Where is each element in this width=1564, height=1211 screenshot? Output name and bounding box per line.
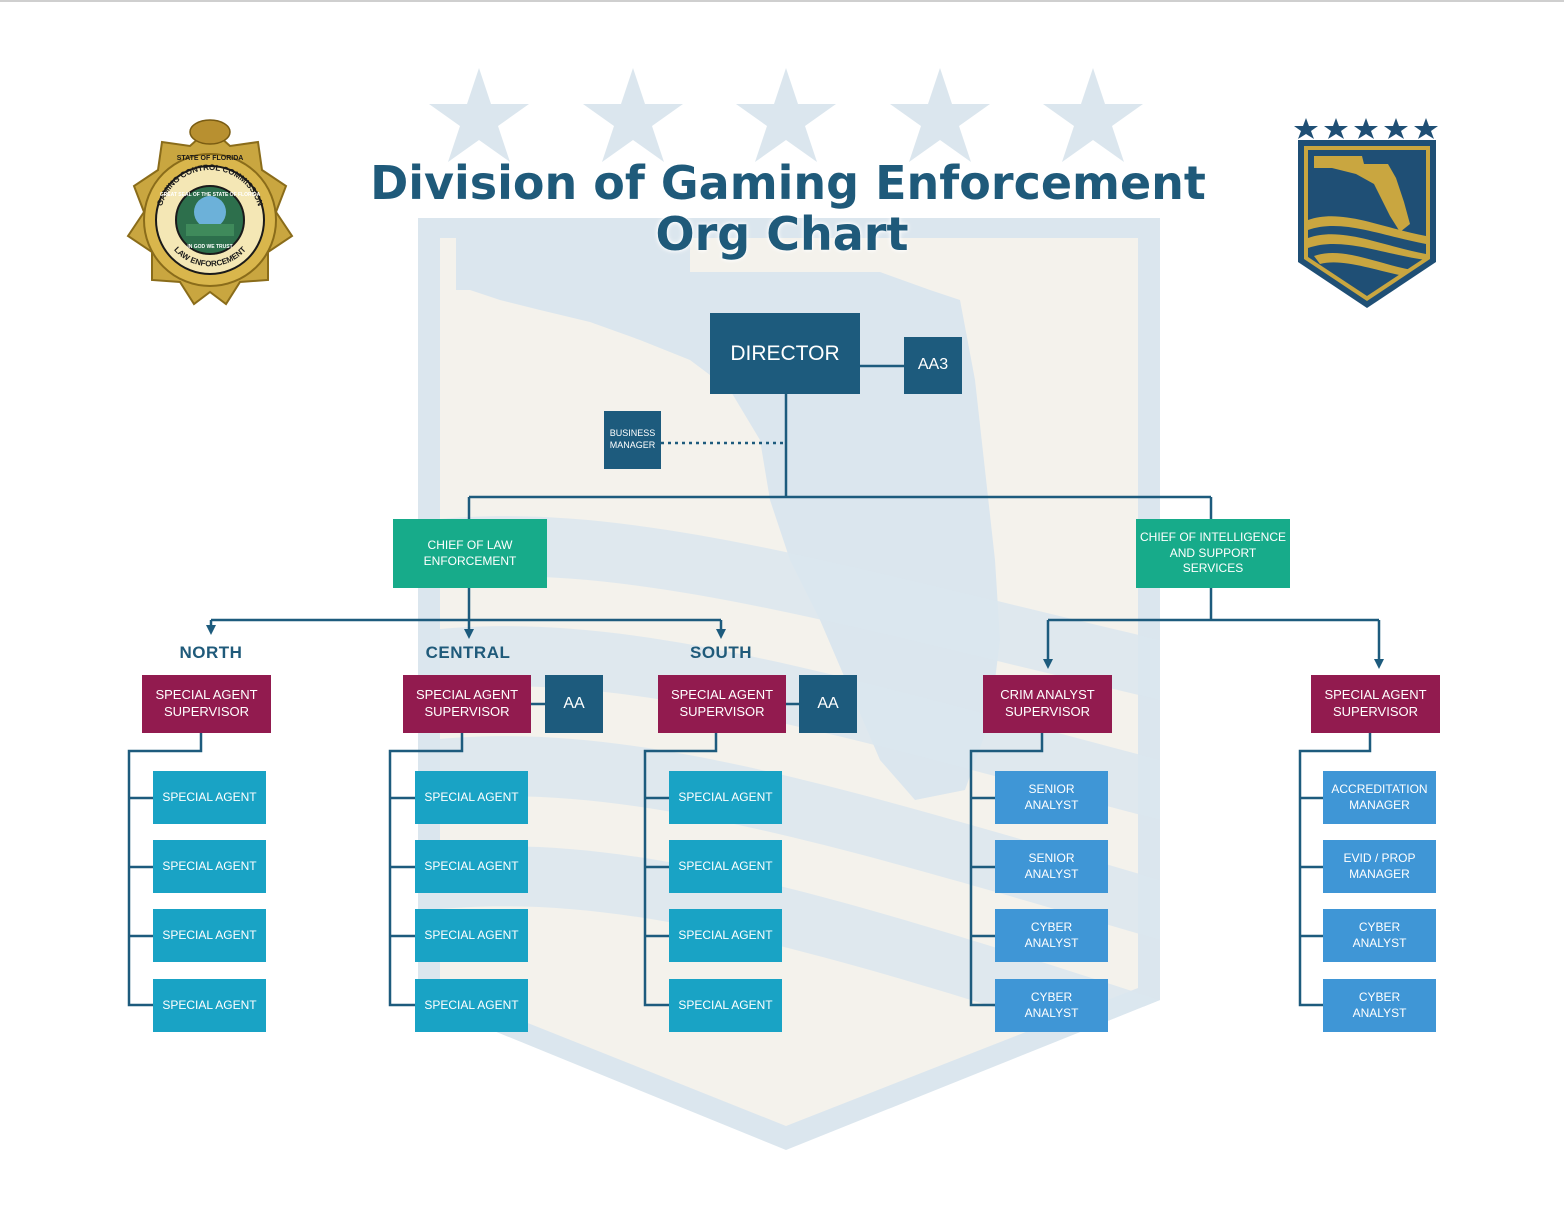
member-north-3: SPECIAL AGENT (153, 909, 266, 962)
top-border (0, 0, 1564, 2)
florida-outline-watermark (456, 236, 1000, 800)
supervisor-crim-analyst: CRIM ANALYST SUPERVISOR (983, 675, 1112, 733)
member-support-1: ACCREDITATION MANAGER (1323, 771, 1436, 824)
member-analyst-1: SENIOR ANALYST (995, 771, 1108, 824)
member-south-1: SPECIAL AGENT (669, 771, 782, 824)
member-support-4: CYBER ANALYST (1323, 979, 1436, 1032)
member-central-1: SPECIAL AGENT (415, 771, 528, 824)
aa3-box: AA3 (904, 337, 962, 394)
member-north-2: SPECIAL AGENT (153, 840, 266, 893)
region-central-label: CENTRAL (425, 643, 511, 662)
supervisor-north: SPECIAL AGENT SUPERVISOR (142, 675, 271, 733)
chief-intelligence-box: CHIEF OF INTELLIGENCE AND SUPPORT SERVIC… (1136, 519, 1290, 588)
member-south-2: SPECIAL AGENT (669, 840, 782, 893)
member-analyst-3: CYBER ANALYST (995, 909, 1108, 962)
page-title: Division of Gaming Enforcement (370, 156, 1206, 210)
region-south-label: SOUTH (690, 643, 752, 662)
member-analyst-4: CYBER ANALYST (995, 979, 1108, 1032)
member-central-4: SPECIAL AGENT (415, 979, 528, 1032)
commission-shield-logo-icon (1294, 118, 1438, 308)
member-south-4: SPECIAL AGENT (669, 979, 782, 1032)
badge-top-text: STATE OF FLORIDA (177, 155, 244, 162)
member-support-2: EVID / PROP MANAGER (1323, 840, 1436, 893)
badge-motto-text: IN GOD WE TRUST (187, 244, 232, 250)
supervisor-central: SPECIAL AGENT SUPERVISOR (403, 675, 531, 733)
page-subtitle: Org Chart (655, 207, 909, 261)
supervisor-south: SPECIAL AGENT SUPERVISOR (658, 675, 786, 733)
supervisor-support: SPECIAL AGENT SUPERVISOR (1311, 675, 1440, 733)
member-analyst-2: SENIOR ANALYST (995, 840, 1108, 893)
member-central-2: SPECIAL AGENT (415, 840, 528, 893)
stars-watermark (429, 68, 1143, 162)
business-manager-box: BUSINESS MANAGER (604, 411, 661, 469)
member-south-3: SPECIAL AGENT (669, 909, 782, 962)
member-north-4: SPECIAL AGENT (153, 979, 266, 1032)
badge-inner-text: GREAT SEAL OF THE STATE OF FLORIDA (160, 192, 261, 198)
region-north-label: NORTH (179, 643, 243, 662)
law-enforcement-badge-icon: GAMING CONTROL COMMISSION STATE OF FLORI… (126, 119, 294, 306)
member-north-1: SPECIAL AGENT (153, 771, 266, 824)
member-support-3: CYBER ANALYST (1323, 909, 1436, 962)
director-box: DIRECTOR (710, 313, 860, 394)
aa-central-box: AA (545, 675, 603, 733)
member-central-3: SPECIAL AGENT (415, 909, 528, 962)
chief-law-enforcement-box: CHIEF OF LAW ENFORCEMENT (393, 519, 547, 588)
aa-south-box: AA (799, 675, 857, 733)
